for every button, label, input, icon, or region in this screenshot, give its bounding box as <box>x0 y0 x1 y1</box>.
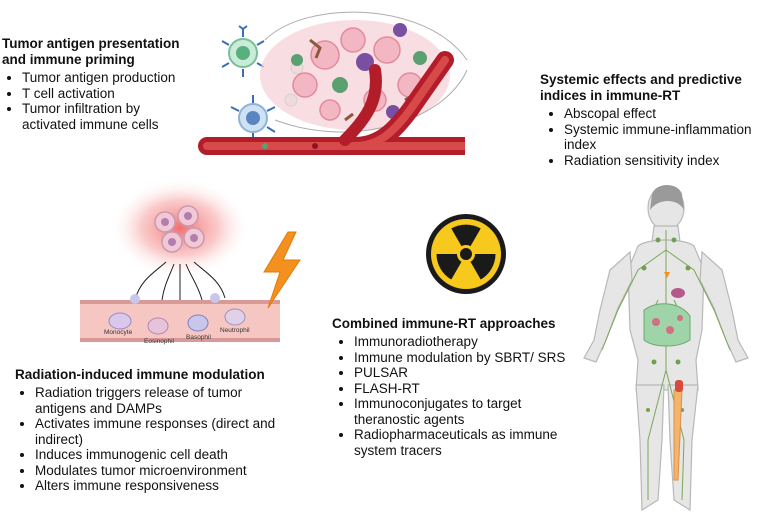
list-item: Tumor infiltration by activated immune c… <box>22 101 192 132</box>
combined-approaches-panel: Combined immune-RT approaches Immunoradi… <box>332 316 592 458</box>
human-body-lymphatic-illustration <box>583 185 749 512</box>
hair <box>650 185 684 210</box>
systemic-effects-panel: Systemic effects and predictive indices … <box>540 72 784 168</box>
antigen-presentation-title: Tumor antigen presentation and immune pr… <box>2 36 217 68</box>
list-item: Systemic immune-inflammation index <box>564 122 779 153</box>
tumor-cells-cluster <box>154 205 205 253</box>
radiation-trefoil-icon <box>426 214 506 294</box>
t-cell-icon <box>230 95 276 141</box>
dendritic-cell-icon <box>221 25 265 77</box>
list-item: PULSAR <box>354 365 592 381</box>
list-item: Radiopharmaceuticals as immune system tr… <box>354 427 569 458</box>
list-item: Modulates tumor microenvironment <box>35 463 315 479</box>
neutrophil-label: Neutrophil <box>220 327 250 334</box>
basophil-label: Basophil <box>186 334 211 341</box>
list-item: Abscopal effect <box>564 106 784 122</box>
radiation-tumor-glow-illustration: Monocyte Eosinophil Basophil Neutrophil <box>80 178 280 345</box>
lymphatic-network <box>601 230 731 501</box>
list-item: Induces immunogenic cell death <box>35 447 315 463</box>
list-item: Radiation sensitivity index <box>564 153 784 169</box>
monocyte-label: Monocyte <box>104 329 133 336</box>
lightning-bolt-icon <box>263 231 301 309</box>
systemic-bullet-list: Abscopal effect Systemic immune-inflamma… <box>540 106 784 168</box>
combined-approaches-title: Combined immune-RT approaches <box>332 316 556 331</box>
list-item: Immunoradiotherapy <box>354 334 592 350</box>
list-item: Activates immune responses (direct and i… <box>35 416 290 447</box>
systemic-effects-title: Systemic effects and predictive indices … <box>540 72 784 104</box>
modulation-bullet-list: Radiation triggers release of tumor anti… <box>15 385 315 494</box>
tumor-blood-vessel <box>198 51 465 155</box>
list-item: Immune modulation by SBRT/ SRS <box>354 350 569 366</box>
antigen-title-line-1: Tumor antigen presentation <box>2 36 180 51</box>
list-item: Tumor antigen production <box>22 70 217 86</box>
radiation-glow <box>110 178 250 278</box>
combined-bullet-list: Immunoradiotherapy Immune modulation by … <box>332 334 592 458</box>
hip-joint <box>675 380 683 392</box>
immune-modulation-panel: Radiation-induced immune modulation Radi… <box>15 367 315 494</box>
abdominal-organs <box>643 272 691 347</box>
antigen-presentation-panel: Tumor antigen presentation and immune pr… <box>2 36 217 132</box>
systemic-title-line-2: indices in immune-RT <box>540 88 681 103</box>
tumor-vasculature-illustration <box>198 11 468 155</box>
antigen-title-line-2: and immune priming <box>2 52 135 67</box>
blood-vessel-illustration <box>80 293 280 342</box>
eosinophil-label: Eosinophil <box>144 338 175 345</box>
list-item: FLASH-RT <box>354 381 592 397</box>
immune-modulation-title: Radiation-induced immune modulation <box>15 367 265 382</box>
list-item: Radiation triggers release of tumor anti… <box>35 385 290 416</box>
list-item: Immunoconjugates to target theranostic a… <box>354 396 569 427</box>
antigen-bullet-list: Tumor antigen production T cell activati… <box>2 70 217 132</box>
tumor-cluster <box>260 11 468 133</box>
list-item: Alters immune responsiveness <box>35 478 315 494</box>
list-item: T cell activation <box>22 86 217 102</box>
systemic-title-line-1: Systemic effects and predictive <box>540 72 742 87</box>
